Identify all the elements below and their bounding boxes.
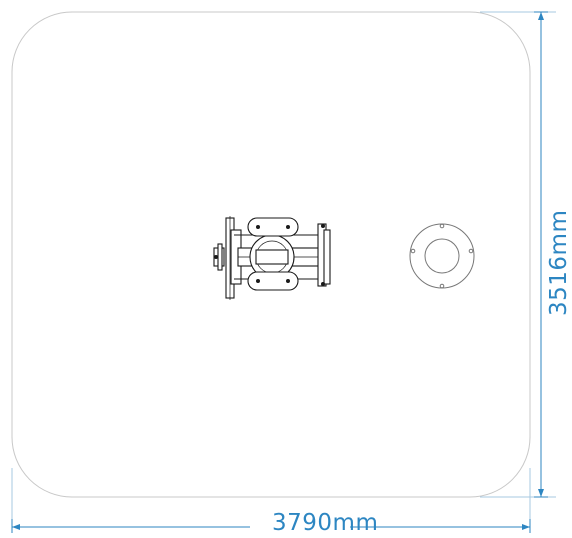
width-label-backdrop [250,508,350,534]
depth-dimension-label: 3516mm [546,210,572,316]
post-base-plate [409,223,475,289]
depth-dimension [534,11,548,498]
exercise-machine [213,216,331,300]
depth-label-backdrop [543,190,571,320]
width-dimension-label: 3790mm [272,510,378,536]
